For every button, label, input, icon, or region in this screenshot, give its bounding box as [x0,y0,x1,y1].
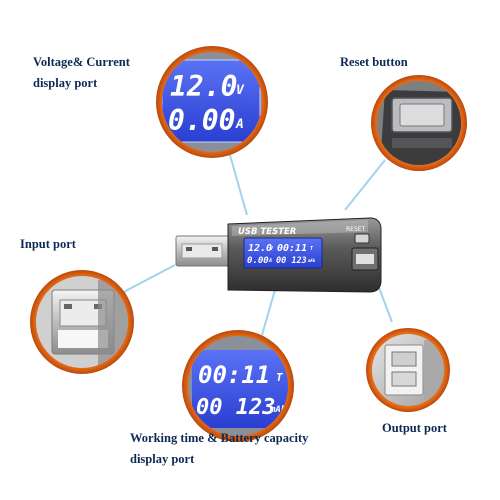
device-volt: 12.0 [248,243,272,254]
device-reset-button[interactable] [354,233,370,244]
device-amp: 0.00 [247,256,269,266]
device-brand: USB TESTER [238,227,296,237]
zoom-time-value: 00:11 [198,361,270,389]
zoom-cap-value: 00 123 [196,395,275,420]
label-time-capacity: Working time & Battery capacity display … [130,428,308,470]
label-voltage-current-line1: Voltage& Current [33,55,130,69]
zoom-volt-value: 12.0 [170,70,237,103]
zoom-output-port [366,328,450,412]
leader-lines [117,154,393,336]
zoom-amp-value: 0.00 [168,104,235,137]
device-volt-unit: V [270,246,274,252]
label-time-capacity-line2: display port [130,452,195,466]
zoom-time-capacity: 00:11 T 00 123 mAh [182,330,294,442]
zoom-input-port [30,270,134,374]
label-output-port: Output port [382,421,447,435]
device-time: 00:11 [277,243,307,254]
device-time-unit: T [310,246,314,252]
device-lcd [243,237,323,269]
label-time-capacity-line1: Working time & Battery capacity [130,431,309,445]
zoom-time-unit: T [276,371,283,384]
leader-reset [344,159,386,211]
zoom-reset-button [371,75,467,171]
leader-output [377,284,393,323]
zoom-volt-unit: V [236,83,245,98]
leader-input [117,264,176,296]
label-voltage-current: Voltage& Current display port [33,52,130,94]
zoom-amp-unit: A [235,117,244,132]
label-input-port: Input port [20,237,76,251]
usb-tester-device: USB TESTER RESET 12.0 V 00:11 T 0.00 A 0… [175,217,382,293]
label-reset-button: Reset button [340,55,408,69]
leader-wt [261,289,276,336]
zoom-voltage-current: 12.0 V 0.00 A [156,46,268,158]
label-voltage-current-line2: display port [33,76,98,90]
zoom-cap-unit: mAh [269,405,286,415]
leader-vc [229,154,248,216]
device-cap-unit: mAh [307,258,316,263]
device-cap: 00 123 [276,256,307,266]
device-reset-label: RESET [346,226,366,233]
device-amp-unit: A [268,258,272,264]
